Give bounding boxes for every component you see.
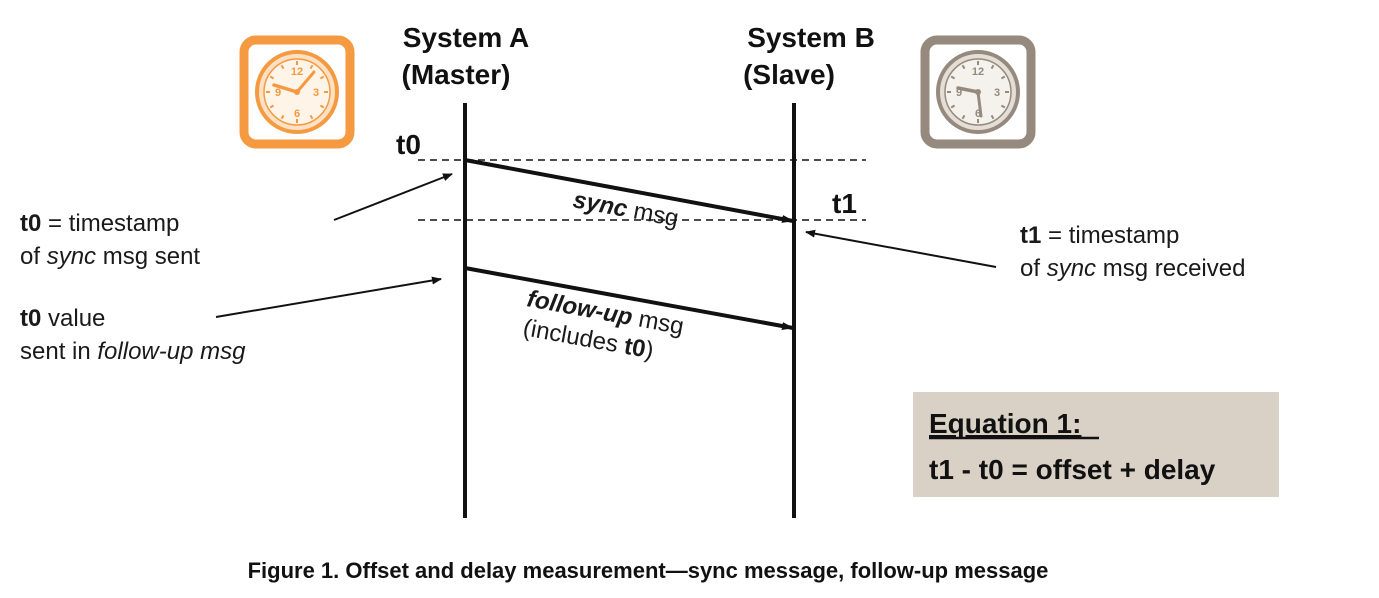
slave-clock-12: 12 bbox=[972, 66, 984, 78]
system-b-role: (Slave) bbox=[743, 59, 835, 90]
equation-formula: t1 - t0 = offset + delay bbox=[929, 454, 1216, 485]
equation-box: Equation 1: t1 - t0 = offset + delay bbox=[913, 392, 1279, 497]
slave-clock-icon: 12 3 6 9 bbox=[920, 35, 1036, 149]
t0-timestamp-line2: of sync msg sent bbox=[20, 243, 200, 270]
slave-clock-6: 6 bbox=[975, 108, 981, 120]
t0-value-pointer bbox=[215, 276, 442, 318]
sync-message-arrow bbox=[464, 158, 794, 223]
t0-value-line1: t0 value bbox=[20, 305, 105, 332]
t1-label: t1 bbox=[832, 188, 857, 219]
system-a-role: (Master) bbox=[402, 59, 511, 90]
t0-timestamp-pointer bbox=[333, 173, 453, 221]
t1-timestamp-pointer bbox=[805, 229, 997, 268]
figure-caption: Figure 1. Offset and delay measurement—s… bbox=[248, 558, 1049, 583]
master-clock-icon: 12 3 6 9 bbox=[239, 35, 355, 149]
system-a-title: System A bbox=[403, 22, 530, 53]
t1-timestamp-line1: t1 = timestamp bbox=[1020, 222, 1179, 249]
equation-title: Equation 1: bbox=[929, 408, 1081, 439]
t1-timestamp-line2: of sync msg received bbox=[1020, 255, 1245, 282]
t0-label: t0 bbox=[396, 129, 421, 160]
master-clock-6: 6 bbox=[294, 108, 300, 120]
t0-value-line2: sent in follow-up msg bbox=[20, 338, 246, 365]
master-clock-3: 3 bbox=[313, 87, 319, 99]
slave-clock-3: 3 bbox=[994, 87, 1000, 99]
sync-message-label: sync msg bbox=[571, 186, 681, 232]
slave-clock-9: 9 bbox=[956, 87, 962, 99]
t0-timestamp-line1: t0 = timestamp bbox=[20, 210, 179, 237]
master-clock-12: 12 bbox=[291, 66, 303, 78]
master-clock-9: 9 bbox=[275, 87, 281, 99]
follow-up-message-arrow bbox=[464, 266, 794, 330]
system-b-title: System B bbox=[747, 22, 875, 53]
